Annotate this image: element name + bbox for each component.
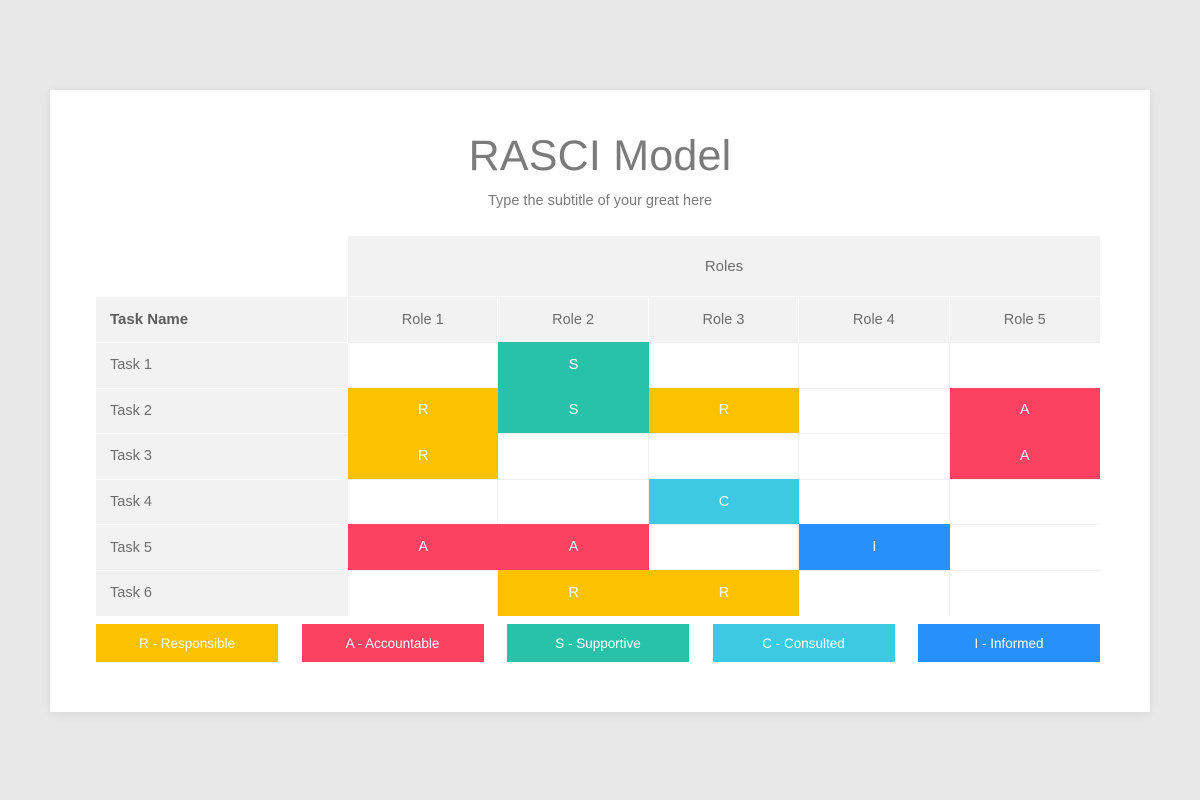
rasci-cell-r4-c5[interactable]	[949, 478, 1100, 525]
legend-item-a: A - Accountable	[301, 624, 484, 662]
rasci-cell-r1-c4[interactable]	[799, 342, 950, 388]
rasci-cell-r4-c2[interactable]	[498, 478, 649, 525]
legend-item-r: R - Responsible	[96, 624, 278, 662]
group-header-roles: Roles	[348, 236, 1100, 296]
rasci-cell-r4-c4[interactable]	[799, 478, 950, 525]
rasci-cell-r5-c4[interactable]: I	[799, 524, 950, 570]
rasci-cell-r2-c5[interactable]: A	[949, 387, 1100, 434]
page-subtitle: Type the subtitle of your great here	[487, 193, 713, 210]
rasci-cell-r3-c4[interactable]	[799, 433, 950, 479]
rasci-cell-r2-c1[interactable]: R	[348, 387, 499, 434]
column-header-task-name: Task Name	[96, 296, 348, 342]
column-header-role-3: Role 3	[648, 296, 800, 342]
rasci-cell-r6-c1[interactable]	[348, 569, 499, 616]
task-name-cell: Task 4	[96, 478, 348, 525]
legend-item-s: S - Supportive	[507, 624, 689, 662]
rasci-cell-r5-c2[interactable]: A	[498, 524, 649, 570]
rasci-cell-r1-c1[interactable]	[348, 342, 499, 388]
column-header-role-4: Role 4	[799, 296, 950, 342]
rasci-cell-r6-c4[interactable]	[799, 569, 950, 616]
rasci-cell-r6-c5[interactable]	[949, 569, 1100, 616]
rasci-cell-r6-c3[interactable]: R	[648, 569, 800, 616]
rasci-cell-r4-c3[interactable]: C	[648, 478, 800, 525]
legend: R - Responsible A - Accountable S - Suppor…	[96, 624, 1100, 662]
task-name-cell: Task 5	[96, 524, 348, 570]
title-block: RASCI Model Type the subtitle of your gr…	[50, 132, 1150, 210]
legend-item-c: C - Consulted	[712, 624, 895, 662]
rasci-cell-r3-c2[interactable]	[498, 433, 649, 479]
legend-item-i: I - Informed	[918, 624, 1100, 662]
page-title: RASCI Model	[468, 132, 732, 180]
rasci-cell-r3-c5[interactable]: A	[949, 433, 1100, 479]
rasci-cell-r5-c1[interactable]: A	[348, 524, 499, 570]
rasci-cell-r4-c1[interactable]	[348, 478, 499, 525]
table-row: Task 4 C	[96, 478, 1100, 525]
column-header-role-1: Role 1	[348, 296, 499, 342]
rasci-cell-r5-c5[interactable]	[949, 524, 1100, 570]
rasci-cell-r1-c5[interactable]	[949, 342, 1100, 388]
task-name-cell: Task 3	[96, 433, 348, 479]
rasci-cell-r2-c4[interactable]	[799, 387, 950, 434]
table-row: Task 1 S	[96, 342, 1100, 388]
task-name-cell: Task 6	[96, 569, 348, 616]
rasci-cell-r3-c3[interactable]	[648, 433, 800, 479]
task-name-cell: Task 2	[96, 387, 348, 434]
rasci-cell-r3-c1[interactable]: R	[348, 433, 499, 479]
rasci-cell-r2-c3[interactable]: R	[648, 387, 800, 434]
group-header-spacer	[96, 236, 348, 296]
rasci-cell-r1-c2[interactable]: S	[498, 342, 649, 388]
table-group-header-row: Roles	[96, 236, 1100, 296]
column-header-role-5: Role 5	[949, 296, 1100, 342]
task-name-cell: Task 1	[96, 342, 348, 388]
slide-card: RASCI Model Type the subtitle of your gr…	[50, 90, 1150, 712]
rasci-cell-r2-c2[interactable]: S	[498, 387, 649, 434]
rasci-cell-r6-c2[interactable]: R	[498, 569, 649, 616]
rasci-cell-r1-c3[interactable]	[648, 342, 800, 388]
rasci-cell-r5-c3[interactable]	[648, 524, 800, 570]
column-header-role-2: Role 2	[498, 296, 649, 342]
